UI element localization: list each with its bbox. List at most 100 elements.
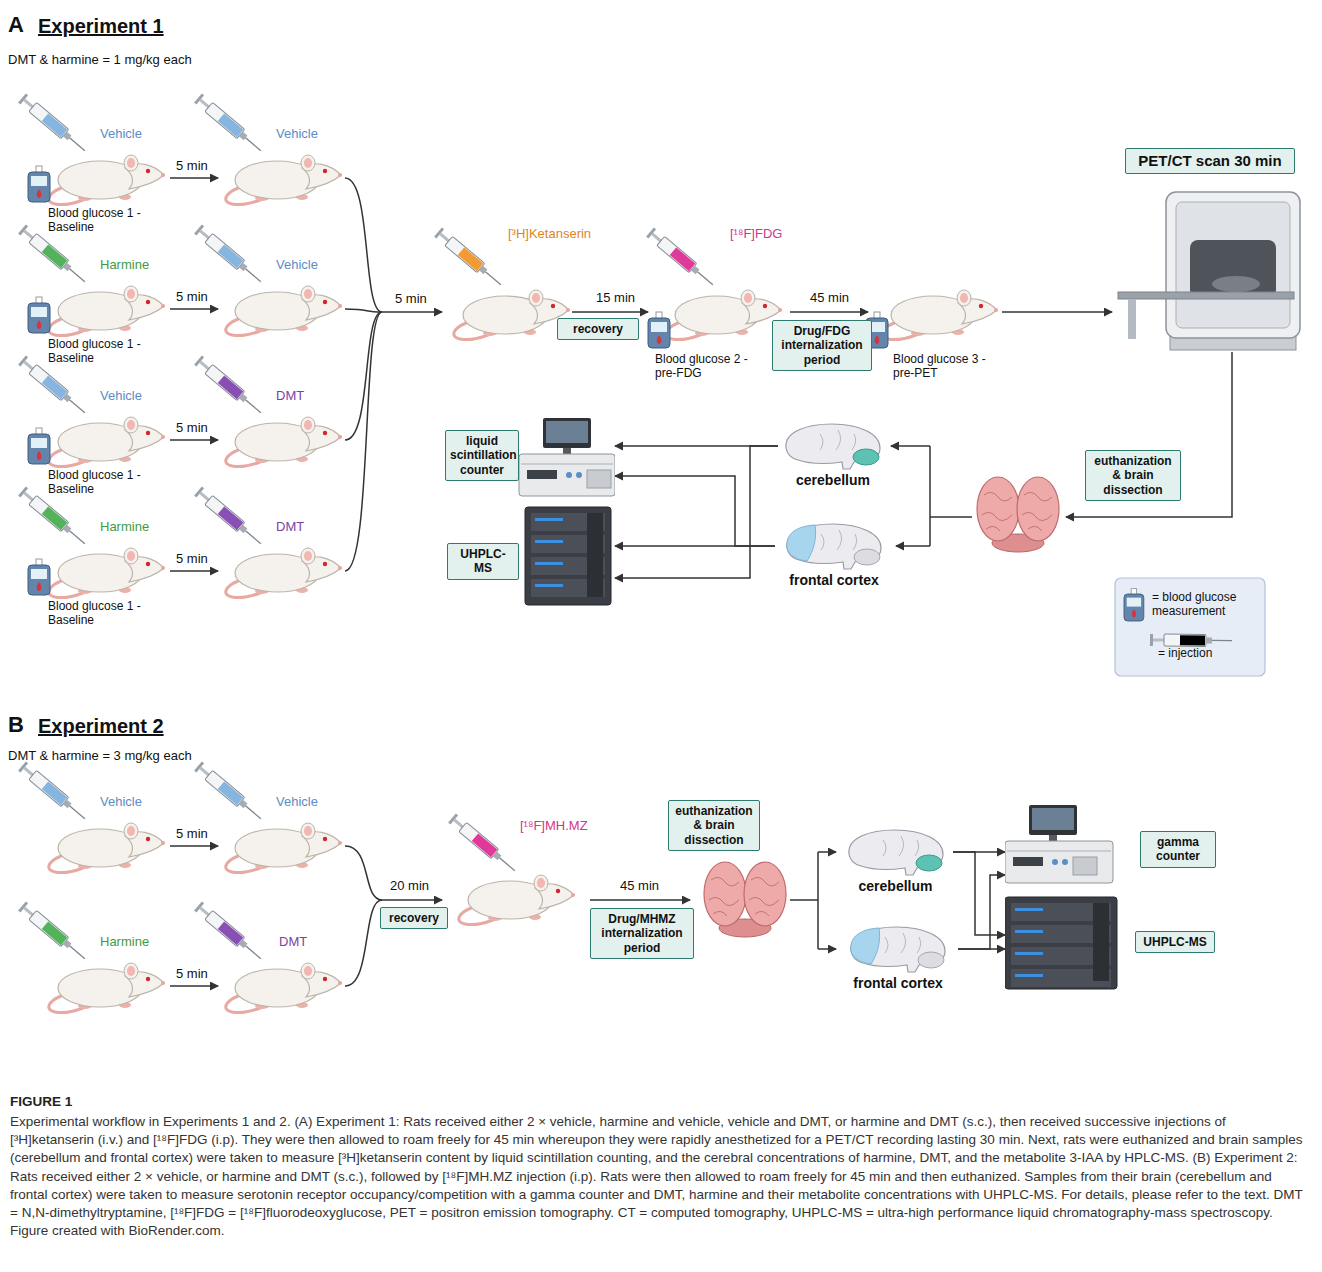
brain-section-drawing — [843, 828, 949, 876]
bed-support — [1128, 299, 1136, 339]
syringe-plunger — [453, 819, 463, 828]
syringe-plunger — [439, 233, 449, 242]
syringe-barrel — [205, 233, 245, 269]
counter-lid — [1007, 851, 1111, 852]
panel-letter: A — [8, 12, 24, 38]
rat-illustration — [459, 875, 575, 925]
rat-eye — [556, 889, 560, 893]
flow-arrow — [382, 311, 442, 313]
instrument: liquid scintillation counter — [445, 418, 615, 498]
syringe-barrel — [445, 236, 485, 272]
rat-illustration — [49, 417, 165, 467]
rat-nose — [338, 981, 342, 985]
ms-housing — [1005, 897, 1117, 989]
flow-arrow — [790, 311, 868, 313]
rat-nose — [338, 173, 342, 177]
rat-ear-inner — [304, 158, 312, 168]
syringe-plunger-cap — [1150, 634, 1153, 646]
dissected-brain — [977, 477, 1059, 552]
blood-drop — [37, 189, 42, 198]
ms-side-panel — [1093, 903, 1109, 981]
rat-ear — [124, 286, 138, 302]
syringe-label: Vehicle — [276, 257, 318, 273]
brain-fold — [821, 530, 857, 550]
flow-arrow — [170, 845, 218, 847]
instrument: gamma counter — [1005, 805, 1220, 890]
brain-section: cerebellum — [778, 422, 888, 489]
counter-housing — [1005, 841, 1113, 883]
brain-gyrus — [711, 877, 739, 886]
rat-ear — [301, 286, 315, 302]
ms-indicator — [1015, 930, 1043, 933]
syringe-liquid — [218, 113, 244, 137]
instrument: UHPLC-MS — [445, 505, 615, 607]
blood-drop — [1132, 609, 1136, 617]
brain-gyrus — [1024, 492, 1052, 501]
flow-arrow — [590, 899, 690, 901]
rat-illustration — [454, 290, 570, 340]
ms-housing — [525, 507, 611, 605]
merge-line — [345, 312, 382, 571]
syringe-plunger — [199, 99, 209, 108]
counter-rack — [1073, 857, 1097, 875]
syringe-needle — [69, 531, 84, 544]
dose-note: DMT & harmine = 1 mg/kg each — [8, 52, 192, 68]
rat-nose — [338, 566, 342, 570]
blood-drop — [37, 320, 42, 329]
rat-ear — [534, 875, 548, 891]
rat-eye — [323, 562, 327, 566]
rat-illustration — [49, 548, 165, 598]
rat-ear-inner — [532, 293, 540, 303]
brain-section: cerebellum — [838, 828, 953, 895]
glucometer-body — [648, 318, 670, 348]
rat-ear — [124, 155, 138, 171]
instrument-label: liquid scintillation counter — [445, 430, 519, 481]
counter-panel — [1013, 857, 1043, 866]
brain-gyrus — [713, 911, 727, 916]
syringe — [434, 227, 505, 289]
merge-line — [345, 312, 382, 440]
syringe-barrel — [29, 102, 69, 138]
rat-eye — [146, 300, 150, 304]
rat-nose — [571, 893, 575, 897]
rat-ear — [741, 290, 755, 306]
flow-arrow — [615, 476, 775, 546]
time-label: 5 min — [176, 826, 208, 842]
rat-illustration — [49, 155, 165, 205]
time-label: 5 min — [176, 158, 208, 174]
syringe-needle — [245, 138, 260, 151]
counter-housing — [519, 454, 615, 496]
brain-gyrus — [1022, 512, 1052, 520]
cerebellum-region — [853, 449, 879, 465]
syringe — [194, 901, 265, 963]
left-hemisphere — [704, 862, 746, 926]
glucose-note: Blood glucose 2 - pre-FDG — [655, 352, 755, 381]
glucometer-body — [28, 565, 50, 595]
flow-arrow — [891, 445, 930, 447]
glucometer — [28, 559, 50, 595]
glucometer-screen — [31, 307, 47, 317]
brain-fold — [883, 836, 919, 856]
rat-ear-inner — [537, 878, 545, 888]
cerebellum-region — [854, 549, 880, 565]
rat-illustration — [49, 823, 165, 873]
process-box: Drug/FDG internalization period — [772, 320, 872, 371]
syringe-needle — [499, 858, 514, 871]
monitor-screen — [546, 421, 588, 443]
syringe-liquid — [42, 921, 68, 945]
syringe-liquid — [42, 506, 68, 530]
syringe-barrel — [29, 770, 69, 806]
instrument-label: UHPLC-MS — [1135, 931, 1215, 953]
time-label: 45 min — [810, 290, 849, 306]
glucose-note: Blood glucose 3 - pre-PET — [893, 352, 993, 381]
brain-section: frontal cortex — [775, 522, 893, 589]
brain-gyrus — [1028, 526, 1042, 531]
syringe — [194, 93, 265, 155]
rat-ear-inner — [127, 420, 135, 430]
box-label: Drug/FDG internalization period — [777, 324, 867, 367]
ms-indicator — [1015, 908, 1043, 911]
rat-ear — [957, 290, 971, 306]
figure-title: FIGURE 1 — [10, 1094, 72, 1110]
glucometer-body — [28, 303, 50, 333]
rat-eye — [551, 304, 555, 308]
